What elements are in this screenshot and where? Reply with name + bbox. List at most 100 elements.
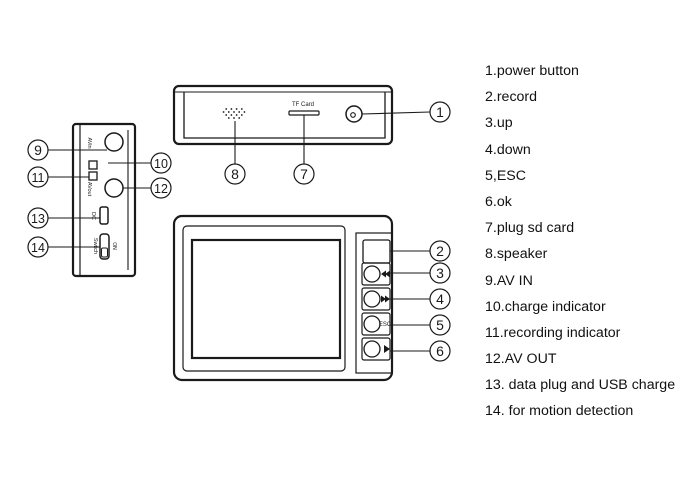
speaker-grille <box>222 108 246 119</box>
legend-item: 13. data plug and USB charge <box>485 377 676 394</box>
speaker-hole <box>225 108 228 110</box>
callout-circle <box>429 288 451 310</box>
callout-number: 14 <box>31 241 45 255</box>
legend-item: 2.record <box>485 89 538 106</box>
callout-10: 10 <box>150 152 172 174</box>
callout-number: 1 <box>436 104 444 120</box>
callout-circle <box>429 262 451 284</box>
side-view <box>71 122 137 278</box>
callout-number: 13 <box>31 212 45 226</box>
button-column <box>355 232 393 374</box>
callout-14: 14 <box>27 236 49 258</box>
switch-state-label: ON <box>111 242 117 250</box>
callout-12: 12 <box>150 177 172 199</box>
callout-number: 7 <box>300 166 308 182</box>
callout-number: 3 <box>436 265 444 281</box>
callout-number: 12 <box>154 182 168 196</box>
legend-item: 5,ESC <box>485 167 527 184</box>
callout-number: 2 <box>436 243 444 259</box>
ok-button <box>363 340 381 358</box>
speaker-hole <box>222 111 225 113</box>
callout-circle <box>429 101 451 123</box>
callout-circle <box>429 240 451 262</box>
callout-7: 7 <box>293 163 315 185</box>
callout-circle <box>429 314 451 336</box>
callout-number: 11 <box>32 171 45 185</box>
speaker-hole <box>243 111 246 113</box>
side-view-outer-frame <box>71 122 137 278</box>
callout-1: 1 <box>429 101 451 123</box>
up-arrow-icon <box>381 270 390 278</box>
callout-circle <box>150 177 172 199</box>
speaker-hole <box>233 111 235 113</box>
esc-button <box>363 315 381 333</box>
callout-number: 9 <box>34 142 42 158</box>
callout-circle <box>150 152 172 174</box>
speaker-hole <box>227 111 230 113</box>
av-in-label: AVin <box>86 137 92 148</box>
up-button <box>363 265 381 283</box>
av-out-label: AVout <box>86 182 92 197</box>
legend-item: 4.down <box>485 141 531 158</box>
switch-label: Switch <box>92 238 98 254</box>
component-legend: 1.power button 2.record 3.up 4.down 5,ESC 6.o… <box>485 60 695 427</box>
leader-line-1 <box>361 111 431 115</box>
down-arrow-icon <box>381 295 390 303</box>
leader-lines <box>48 111 431 352</box>
recording-indicator-led <box>88 171 98 181</box>
callout-number: 8 <box>231 166 239 182</box>
callout-3: 3 <box>429 262 451 284</box>
callout-4: 4 <box>429 288 451 310</box>
callout-2: 2 <box>429 240 451 262</box>
callout-circle <box>429 340 451 362</box>
callout-6: 6 <box>429 340 451 362</box>
legend-item: 1.power button <box>485 63 579 79</box>
dc-label: DC <box>90 212 96 220</box>
callout-circle <box>293 163 315 185</box>
key-glyphs <box>381 270 390 353</box>
callout-number: 10 <box>154 157 168 171</box>
legend-item: 9.AV IN <box>485 272 533 289</box>
av-in-jack <box>104 132 124 152</box>
power-button-center <box>350 112 356 118</box>
esc-button-frame <box>361 312 391 336</box>
speaker-hole <box>235 108 238 110</box>
legend-item: 10.charge indicator <box>485 298 606 315</box>
speaker-hole <box>238 111 241 113</box>
top-view-inner-frame <box>183 92 386 139</box>
callout-circle <box>27 207 49 229</box>
speaker-hole <box>240 114 243 116</box>
speaker-hole <box>227 117 230 119</box>
screen-bezel <box>182 225 346 372</box>
power-button <box>345 105 363 123</box>
legend-item: 6.ok <box>485 193 512 210</box>
legend-item: 12.AV OUT <box>485 351 557 368</box>
legend-item: 7.plug sd card <box>485 220 575 237</box>
callout-9: 9 <box>27 139 49 161</box>
callout-number: 4 <box>436 291 444 307</box>
speaker-hole <box>225 114 228 116</box>
legend-item: 8.speaker <box>485 246 548 263</box>
charge-indicator-led <box>88 160 98 170</box>
top-view <box>172 84 394 146</box>
callout-circle <box>224 163 246 185</box>
speaker-hole <box>233 117 235 119</box>
speaker-hole <box>238 117 241 119</box>
callout-11: 11 <box>27 166 49 188</box>
speaker-hole <box>240 108 243 110</box>
ok-play-icon <box>384 345 390 353</box>
tf-card-slot <box>288 110 320 116</box>
callout-circle <box>27 139 49 161</box>
legend-item: 11.recording indicator <box>485 324 621 341</box>
callout-circle <box>27 166 49 188</box>
speaker-hole <box>230 114 233 116</box>
esc-key-label: ESC <box>379 322 392 328</box>
legend-item: 3.up <box>485 115 513 132</box>
down-button <box>363 290 381 308</box>
callout-number: 6 <box>436 343 444 359</box>
speaker-hole <box>230 108 233 110</box>
callout-13: 13 <box>27 207 49 229</box>
screen <box>190 238 342 360</box>
